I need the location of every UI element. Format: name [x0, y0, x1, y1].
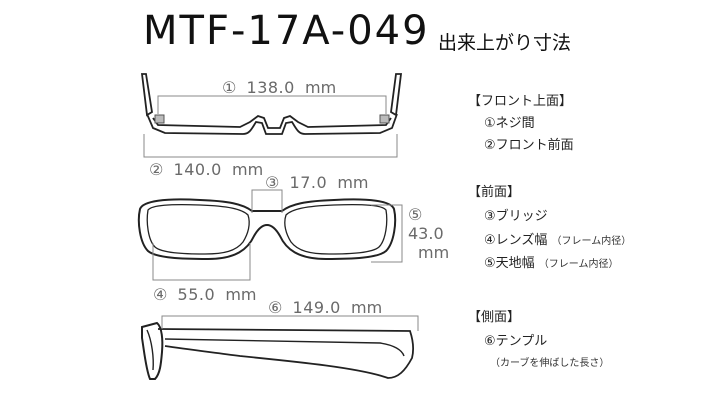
dimension-marker-5: ⑤ — [408, 205, 423, 224]
dimension-label-2: ② 140.0 mm — [149, 160, 263, 179]
dimension-value: 138.0 — [246, 78, 295, 97]
dimension-label-4: ④ 55.0 mm — [153, 285, 256, 304]
side-view-drawing — [141, 321, 414, 380]
side-view-dimension-lines — [161, 315, 419, 331]
dimension-marker: ⑥ — [268, 298, 283, 317]
top-view-dimension-lines — [143, 95, 398, 158]
legend-label: ⑤天地幅 — [484, 256, 535, 271]
front-view-dimension-lines — [152, 189, 403, 281]
dimension-value: 149.0 — [292, 298, 341, 317]
legend-item-lens-width: ④レンズ幅 （フレーム内径） — [484, 229, 631, 248]
page-subtitle: 出来上がり寸法 — [438, 32, 572, 54]
legend-label: ④レンズ幅 — [484, 233, 548, 248]
legend-item-screw-distance: ①ネジ間 — [484, 116, 535, 131]
legend-heading-front: 【前面】 — [468, 185, 521, 200]
dimension-marker: ① — [222, 78, 237, 97]
dimension-unit: mm — [232, 160, 264, 179]
legend-item-temple: ⑥テンプル — [484, 334, 548, 349]
dimension-unit: mm — [225, 285, 257, 304]
dimension-marker: ③ — [265, 173, 280, 192]
legend-item-bridge: ③ブリッジ — [484, 209, 548, 224]
dimension-unit-5: mm — [418, 243, 450, 262]
dimension-value: 17.0 — [289, 173, 328, 192]
dimension-label-3: ③ 17.0 mm — [265, 173, 368, 192]
legend-item-lens-height: ⑤天地幅 （フレーム内径） — [484, 252, 619, 271]
dimension-unit: mm — [351, 298, 383, 317]
top-view-drawing — [140, 73, 403, 135]
dimension-marker: ④ — [153, 285, 168, 304]
legend-note: （フレーム内径） — [551, 236, 632, 247]
legend-note-temple: （カーブを伸ばした長さ） — [490, 358, 610, 369]
legend-item-front-width: ②フロント前面 — [484, 138, 574, 153]
legend-heading-side: 【側面】 — [468, 310, 521, 325]
dimension-label-6: ⑥ 149.0 mm — [268, 298, 382, 317]
front-view-drawing — [137, 198, 397, 261]
dimension-value-5: 43.0 — [408, 224, 444, 243]
legend-note: （フレーム内径） — [538, 259, 619, 270]
dimension-label-1: ① 138.0 mm — [222, 78, 336, 97]
dimension-unit: mm — [305, 78, 337, 97]
dimension-unit: mm — [337, 173, 369, 192]
model-number: MTF-17A-049 — [143, 8, 430, 54]
dimension-marker: ② — [149, 160, 164, 179]
dimension-value: 55.0 — [177, 285, 216, 304]
dimension-value: 140.0 — [173, 160, 222, 179]
legend-heading-front-top: 【フロント上面】 — [468, 94, 573, 109]
